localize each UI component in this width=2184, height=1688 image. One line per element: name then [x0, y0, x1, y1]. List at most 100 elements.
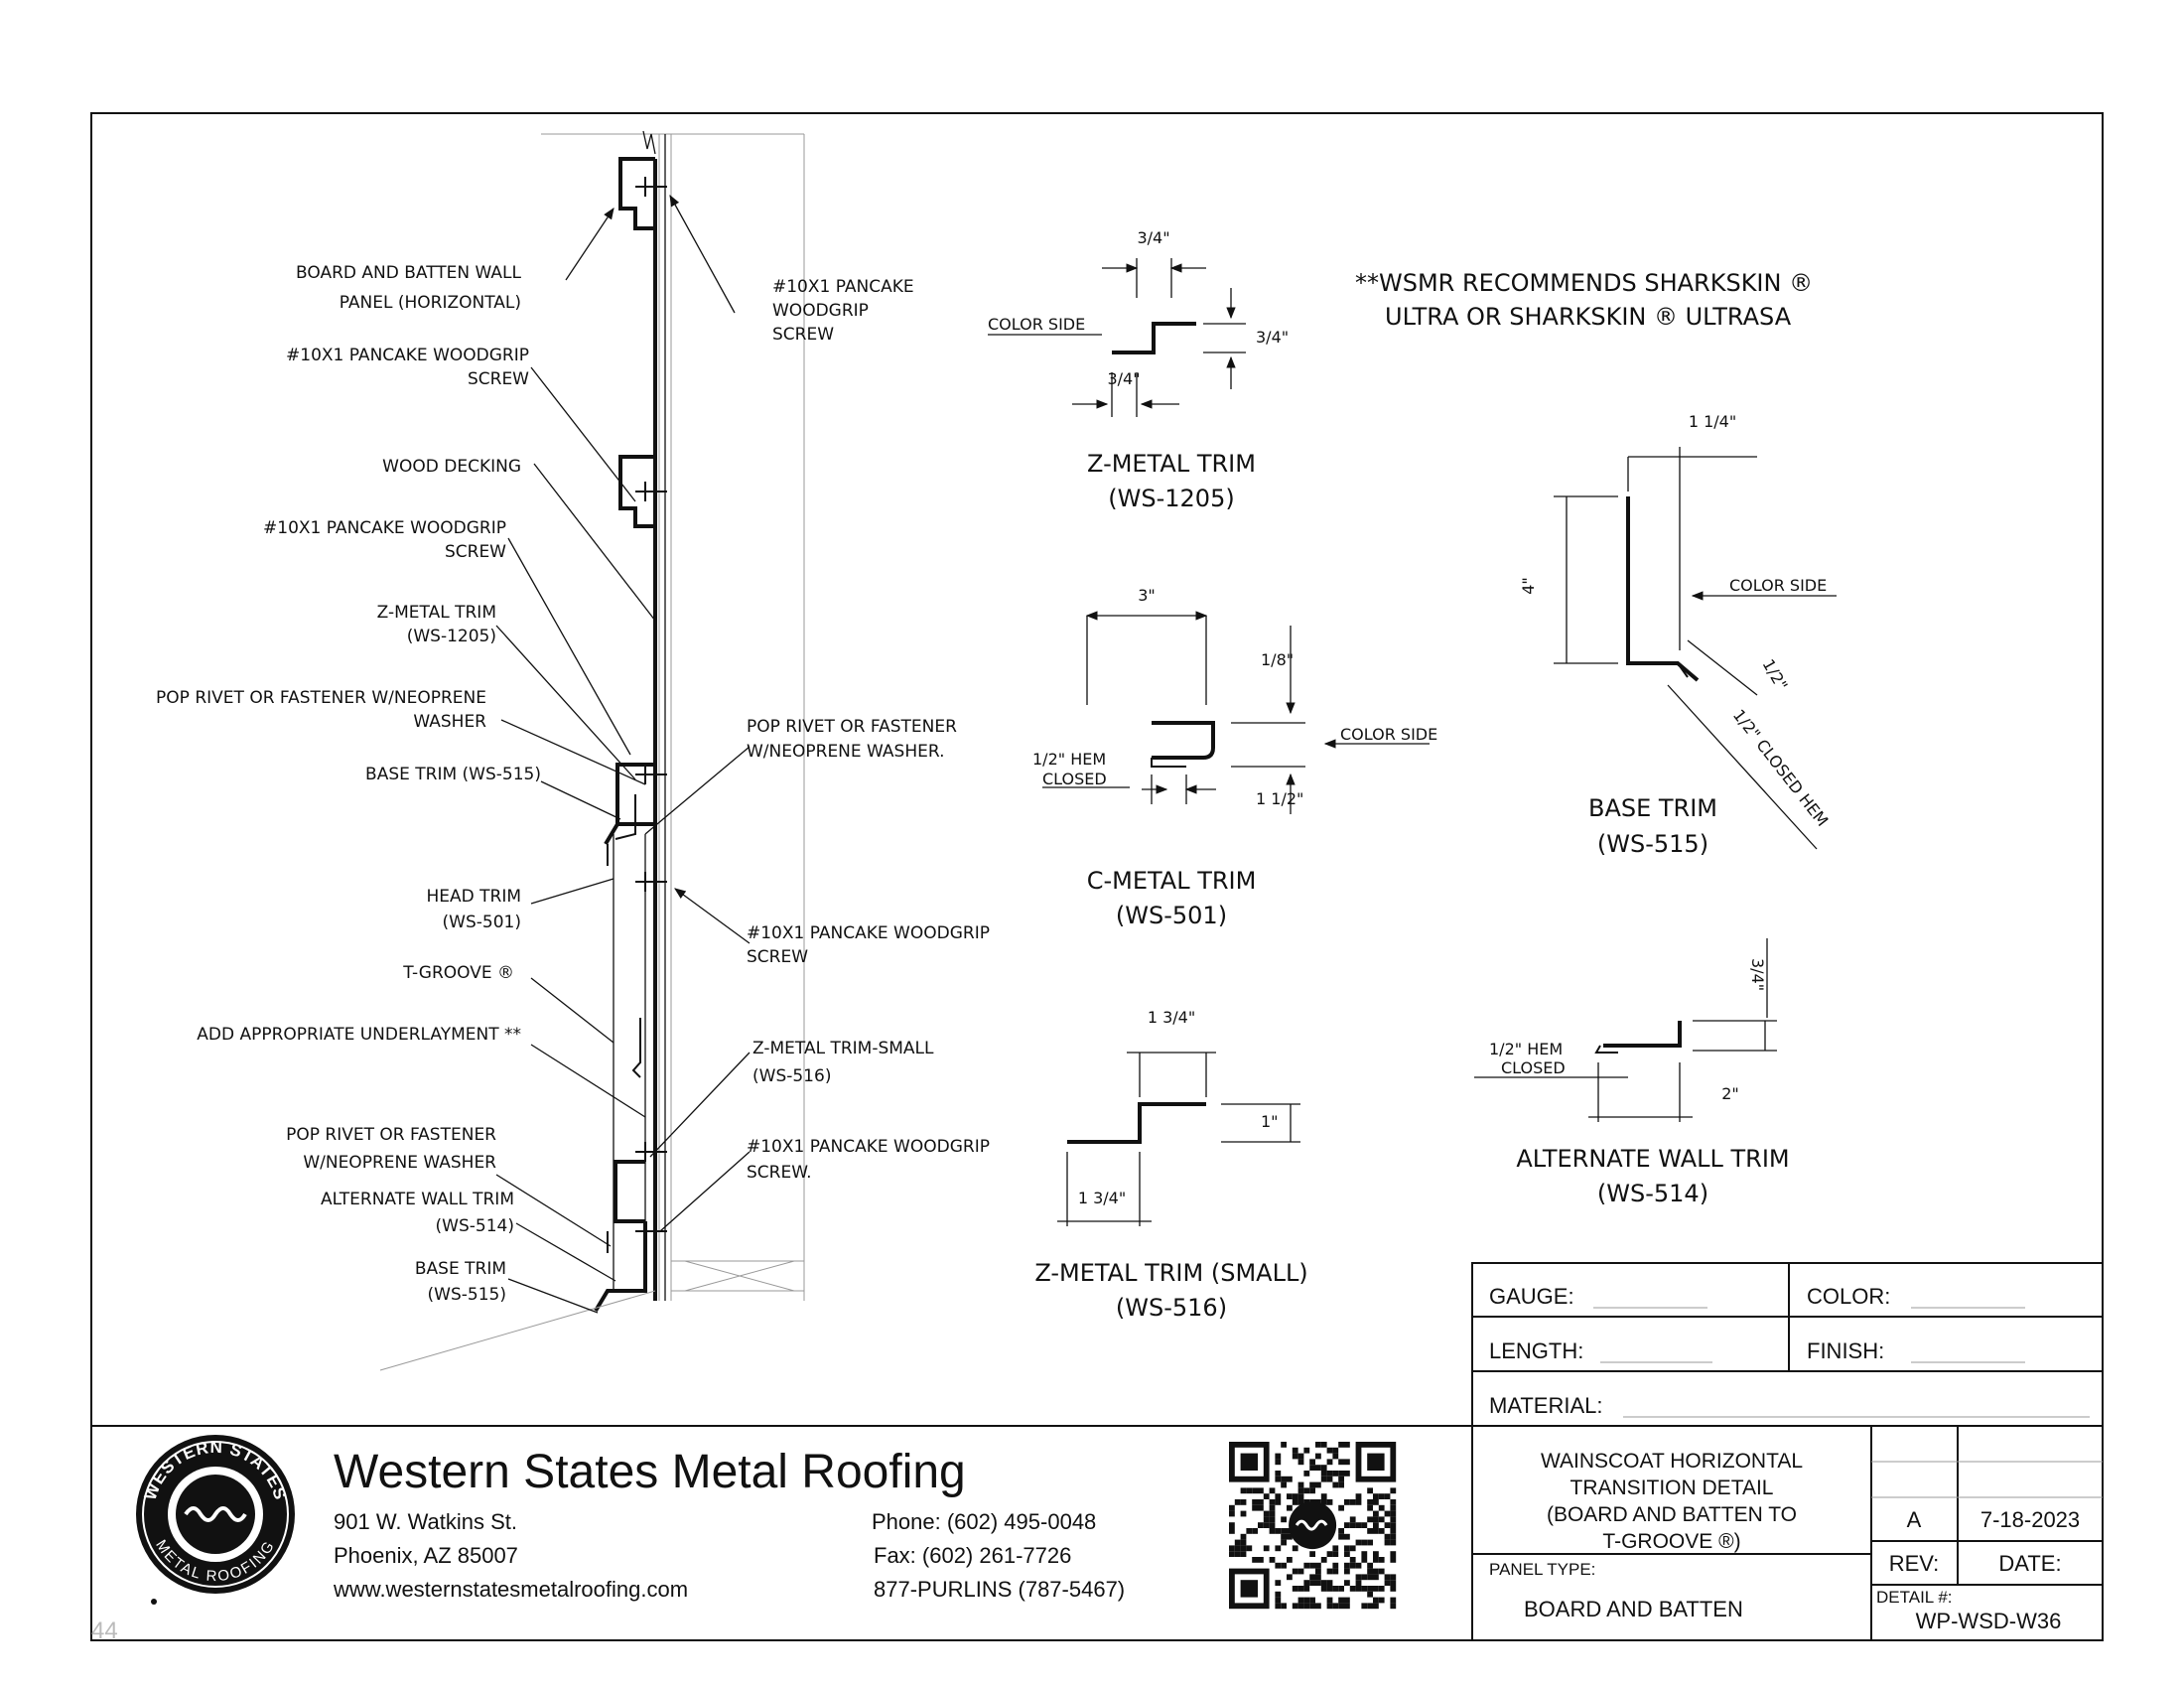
alt-wall-hem-closed: CLOSED [1501, 1058, 1566, 1077]
detail-value: WP-WSD-W36 [1916, 1609, 2062, 1633]
z-metal-code: (WS-1205) [1108, 485, 1234, 512]
callout-screw2-line1: #10X1 PANCAKE WOODGRIP [263, 518, 506, 538]
detail-z-metal-trim: COLOR SIDE 3/4" 3/4" 3/4" Z-METAL TRIM (… [988, 228, 1289, 512]
company-website[interactable]: www.westernstatesmetalroofing.com [333, 1577, 688, 1602]
panel-type-label: PANEL TYPE: [1489, 1560, 1595, 1579]
callout-wood-decking: WOOD DECKING [382, 457, 521, 477]
callout-base-trim1: BASE TRIM (WS-515) [365, 765, 541, 784]
callout-screw2-line2: SCREW [445, 542, 506, 562]
rev-value: A [1907, 1507, 1922, 1532]
wall-section: BOARD AND BATTEN WALL PANEL (HORIZONTAL)… [156, 130, 990, 1371]
alt-wall-dim-right: 3/4" [1748, 958, 1767, 991]
company-fax: Fax: (602) 261-7726 [874, 1543, 1071, 1568]
z-small-title: Z-METAL TRIM (SMALL) [1034, 1259, 1307, 1287]
c-metal-code: (WS-501) [1116, 902, 1227, 929]
company-address1: 901 W. Watkins St. [334, 1509, 517, 1534]
base-trim-dim-right: 1/2" [1759, 656, 1792, 694]
callout-head-trim-line1: HEAD TRIM [426, 887, 521, 907]
callout-t-groove: T-GROOVE ® [402, 963, 514, 983]
alt-wall-title: ALTERNATE WALL TRIM [1516, 1145, 1789, 1173]
company-address2: Phoenix, AZ 85007 [334, 1543, 518, 1568]
callout-right-pop-rivet-line2: W/NEOPRENE WASHER. [747, 742, 944, 762]
z-metal-dim-bottom: 3/4" [1107, 369, 1140, 388]
base-trim-title: BASE TRIM [1588, 794, 1717, 822]
callout-pop-rivet2-line2: W/NEOPRENE WASHER [303, 1153, 496, 1173]
z-metal-dim-top: 3/4" [1137, 228, 1169, 247]
callout-right-screw2-line1: #10X1 PANCAKE WOODGRIP [747, 923, 990, 943]
callout-right-screw1-line1: #10X1 PANCAKE [772, 277, 914, 297]
callout-head-trim-line2: (WS-501) [443, 913, 521, 932]
length-label: LENGTH: [1489, 1338, 1583, 1363]
alt-wall-hem: 1/2" HEM [1489, 1040, 1563, 1058]
detail-c-metal-trim: 3" 1/8" 1 1/2" COLOR SIDE 1/2" HEM CLOSE… [1032, 586, 1437, 929]
detail-alt-wall-trim: 3/4" 2" 1/2" HEM CLOSED ALTERNATE WALL T… [1474, 938, 1790, 1207]
page-number: 44 [91, 1618, 118, 1644]
callout-right-z-small-line2: (WS-516) [752, 1066, 831, 1086]
c-metal-hem-closed: CLOSED [1042, 770, 1107, 788]
note-line1: **WSMR RECOMMENDS SHARKSKIN ® [1355, 269, 1813, 297]
callout-right-pop-rivet-line1: POP RIVET OR FASTENER [747, 717, 957, 737]
title-block: WAINSCOAT HORIZONTAL TRANSITION DETAIL (… [1471, 1425, 2103, 1640]
base-trim-hem: 1/2" CLOSED HEM [1729, 706, 1833, 830]
color-label: COLOR: [1807, 1284, 1890, 1309]
z-small-code: (WS-516) [1116, 1294, 1227, 1322]
callout-screw1-line1: #10X1 PANCAKE WOODGRIP [286, 346, 529, 365]
note-line2: ULTRA OR SHARKSKIN ® ULTRASA [1385, 303, 1792, 331]
callout-alt-wall-line1: ALTERNATE WALL TRIM [321, 1190, 514, 1209]
callout-right-screw1-line2: WOODGRIP [772, 301, 869, 321]
gauge-label: GAUGE: [1489, 1284, 1574, 1309]
callout-pop-rivet1-line1: POP RIVET OR FASTENER W/NEOPRENE [156, 688, 486, 708]
rev-label: REV: [1889, 1551, 1940, 1576]
base-trim-code: (WS-515) [1597, 830, 1708, 858]
z-small-dim-bottom: 1 3/4" [1078, 1189, 1126, 1207]
company-phone: Phone: (602) 495-0048 [872, 1509, 1096, 1534]
company-block: WESTERN STATES METAL ROOFING Western Sta… [91, 1435, 1125, 1644]
alt-wall-dim-bottom: 2" [1721, 1084, 1739, 1103]
c-metal-title: C-METAL TRIM [1087, 867, 1257, 895]
callout-panel-line1: BOARD AND BATTEN WALL [296, 263, 522, 283]
company-logo: WESTERN STATES METAL ROOFING [136, 1435, 295, 1605]
callout-base-trim2-line1: BASE TRIM [415, 1259, 506, 1279]
date-label: DATE: [1998, 1551, 2061, 1576]
callout-right-screw3-line1: #10X1 PANCAKE WOODGRIP [747, 1137, 990, 1157]
callout-right-z-small-line1: Z-METAL TRIM-SMALL [752, 1039, 934, 1058]
title-line2: TRANSITION DETAIL [1570, 1477, 1774, 1499]
callout-pop-rivet1-line2: WASHER [413, 712, 486, 732]
c-metal-color-side: COLOR SIDE [1340, 725, 1437, 744]
date-value: 7-18-2023 [1980, 1507, 2080, 1532]
material-label: MATERIAL: [1489, 1393, 1603, 1418]
title-line1: WAINSCOAT HORIZONTAL [1541, 1450, 1803, 1473]
c-metal-hem: 1/2" HEM [1032, 750, 1106, 769]
c-metal-dim-right-top: 1/8" [1261, 650, 1294, 669]
base-trim-dim-left: 4" [1519, 577, 1538, 595]
z-metal-color-side: COLOR SIDE [988, 315, 1085, 334]
callout-pop-rivet2-line1: POP RIVET OR FASTENER [286, 1125, 496, 1145]
finish-label: FINISH: [1807, 1338, 1884, 1363]
company-name: Western States Metal Roofing [334, 1446, 966, 1498]
qr-code-icon[interactable] [1225, 1438, 1401, 1614]
alt-wall-code: (WS-514) [1597, 1180, 1708, 1207]
callout-screw1-line2: SCREW [468, 369, 529, 389]
detail-base-trim: 1 1/4" 4" 1/2" 1/2" CLOSED HEM COLOR SID… [1519, 412, 1837, 858]
spec-box: GAUGE: COLOR: LENGTH: FINISH: MATERIAL: [1471, 1262, 2104, 1427]
callout-z-trim-line2: (WS-1205) [407, 627, 496, 646]
base-trim-color-side: COLOR SIDE [1729, 576, 1827, 595]
z-small-dim-top: 1 3/4" [1148, 1008, 1195, 1027]
callout-underlayment: ADD APPROPRIATE UNDERLAYMENT ** [197, 1025, 521, 1045]
title-line4: T-GROOVE ®) [1602, 1530, 1740, 1553]
panel-type-value: BOARD AND BATTEN [1524, 1597, 1743, 1621]
callout-right-screw1-line3: SCREW [772, 325, 834, 345]
title-line3: (BOARD AND BATTEN TO [1547, 1503, 1797, 1526]
c-metal-dim-right-bottom: 1 1/2" [1256, 789, 1303, 808]
z-small-dim-right: 1" [1261, 1112, 1279, 1131]
detail-label: DETAIL #: [1876, 1588, 1953, 1607]
callout-alt-wall-line2: (WS-514) [436, 1216, 514, 1236]
callout-right-screw3-line2: SCREW. [747, 1163, 811, 1183]
base-trim-dim-top: 1 1/4" [1689, 412, 1736, 431]
sheet-border [90, 112, 2104, 1641]
callout-z-trim-line1: Z-METAL TRIM [377, 603, 496, 623]
z-metal-title: Z-METAL TRIM [1087, 450, 1256, 478]
callout-right-screw2-line2: SCREW [747, 947, 808, 967]
callout-base-trim2-line2: (WS-515) [428, 1285, 506, 1305]
